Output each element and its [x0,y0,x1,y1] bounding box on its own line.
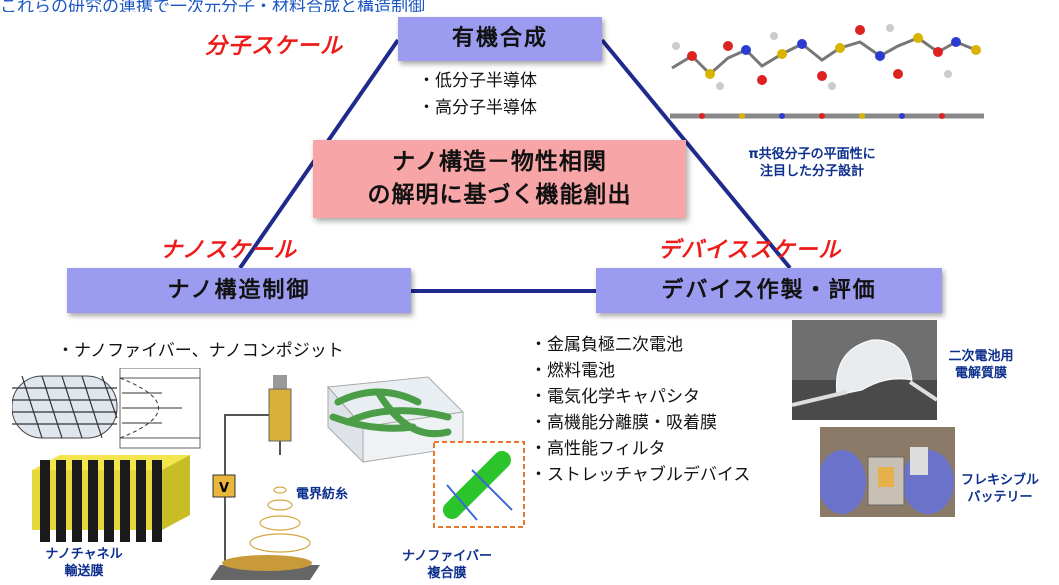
device-fabrication-box: デバイス作製・評価 [596,268,942,313]
electrospinning-caption: 電界紡糸 [296,487,349,502]
caption-line: 二次電池用 [948,349,1014,364]
organic-synthesis-box: 有機合成 [398,17,602,61]
caption-line: 注目した分子設計 [759,164,864,179]
nano-headline: ・ナノファイバー、ナノコンポジット [57,341,344,361]
list-item: ・高機能分離膜・吸着膜 [530,413,717,433]
battery-photo-caption: フレキシブル バッテリー [950,472,1050,506]
device-list: ・金属負極二次電池 ・燃料電池 ・電気化学キャパシタ ・高機能分離膜・吸着膜 ・… [530,332,750,488]
caption-line: ナノファイバー [401,549,493,564]
list-item: ・燃料電池 [530,361,615,381]
flexible-battery-photo [820,427,955,517]
device-scale-label: デバイススケール [658,238,842,263]
nanostructure-control-box: ナノ構造制御 [67,268,411,313]
nanochannel-membrane-illustration [32,455,190,542]
voltage-symbol: V [219,481,229,496]
caption-line: 輸送膜 [64,564,104,579]
caption-line: バッテリー [967,490,1033,505]
list-item: ・金属負極二次電池 [530,335,683,355]
list-item: ・電気化学キャパシタ [530,387,700,407]
center-theme-line: ナノ構造－物性相関 [392,149,607,175]
nanochannel-caption: ナノチャネル 輸送膜 [34,546,134,580]
molecular-scale-label: 分子スケール [205,34,344,59]
molecule-structure-top [671,24,981,90]
center-theme-line: の解明に基づく機能創出 [367,182,632,208]
nanofiber-caption: ナノファイバー 複合膜 [392,548,502,582]
list-item: ・低分子半導体 [418,71,537,91]
caption-line: フレキシブル [960,473,1039,488]
molecule-illustration [670,24,984,119]
nanofiber-zoom-illustration [433,441,525,528]
synthesis-list: ・低分子半導体 ・高分子半導体 [418,68,537,122]
nanotube-illustration [12,368,201,449]
caption-line: 電解質膜 [954,366,1007,381]
electrospinning-illustration: V [210,375,320,580]
caption-line: ナノチャネル [45,547,123,562]
list-item: ・高分子半導体 [418,98,537,118]
list-item: ・ストレッチャブルデバイス [530,465,751,485]
molecule-side-view [670,113,984,119]
nano-scale-label: ナノスケール [160,238,297,263]
nanocomposite-illustration [326,376,465,464]
top-caption: これらの研究の連携で一次元分子・材料合成と構造制御 [0,0,425,12]
center-theme-box: ナノ構造－物性相関 の解明に基づく機能創出 [313,140,686,218]
electrolyte-membrane-photo [792,320,937,420]
molecule-caption: π共役分子の平面性に 注目した分子設計 [712,146,912,180]
membrane-photo-caption: 二次電池用 電解質膜 [936,348,1026,382]
caption-line: 複合膜 [427,566,467,581]
caption-line: π共役分子の平面性に [748,147,876,162]
list-item: ・高性能フィルタ [530,439,666,459]
